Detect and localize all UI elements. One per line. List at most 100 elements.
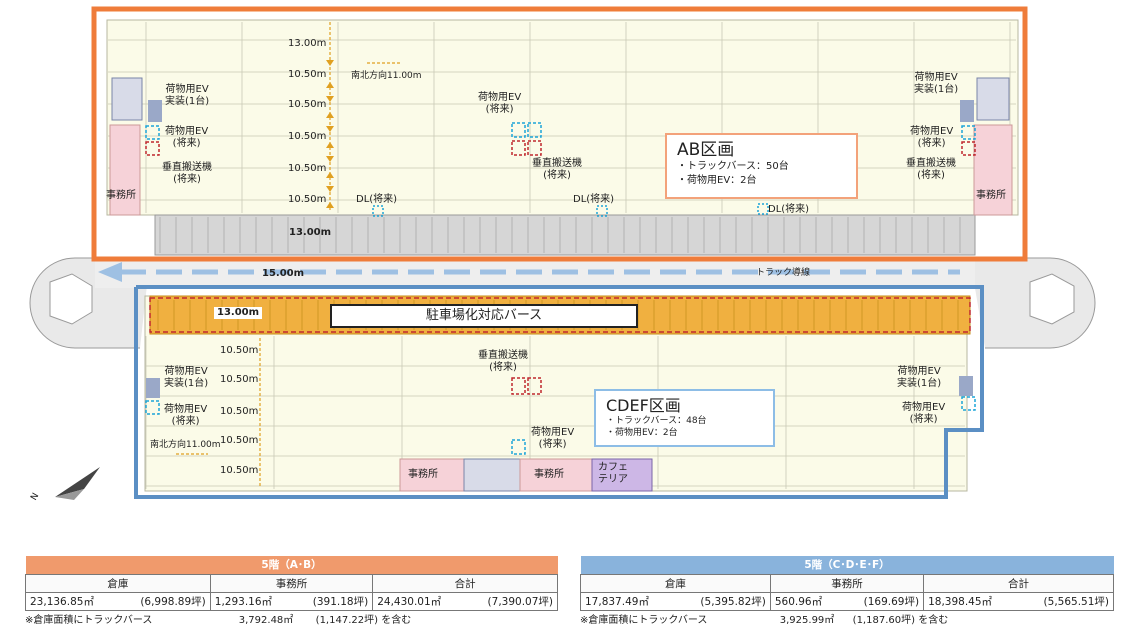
table-ab-total-cell: 24,430.01㎡(7,390.07坪)	[372, 591, 558, 611]
cdef-dim-1: 10.50m	[220, 345, 259, 356]
ab-south-north-value: 11.00m	[387, 71, 422, 81]
table-ab-note-prefix: ※倉庫面積にトラックバース	[25, 615, 153, 626]
ab-ev-future-center-l1: 荷物用EV	[478, 92, 522, 103]
ab-ev-installed-left-l1: 荷物用EV	[165, 84, 209, 95]
ab-dimension-ticks	[326, 60, 334, 208]
road-width-label: 15.00m	[262, 268, 305, 279]
truck-lane-label: トラック導線	[756, 268, 811, 278]
table-cdef-note-prefix: ※倉庫面積にトラックバース	[580, 615, 708, 626]
cdef-ev-future-left-mark	[145, 400, 160, 415]
dl-mark-2	[596, 205, 608, 217]
table-cdef-office-cell: 560.96㎡ (169.69坪)	[769, 591, 925, 611]
cdef-ev-future-center-l2: (将来)	[538, 439, 567, 450]
cafe-label: カフェ テリア	[598, 462, 628, 486]
table-ab-warehouse-tsubo: (6,998.89坪)	[140, 595, 206, 608]
table-cdef-office-m2: 560.96㎡	[774, 595, 823, 608]
cdef-ev-installed-right-l2: 実装(1台)	[897, 378, 942, 389]
ab-vert-right-label: 垂直搬送機 (将来)	[906, 158, 956, 182]
cdef-ev-future-left-label: 荷物用EV (将来)	[164, 404, 207, 428]
truck-lane-arrowhead	[98, 262, 122, 282]
ab-ev-future-center-l2: (将来)	[485, 104, 514, 115]
ab-floor	[106, 19, 1019, 216]
ab-ev-installed-left-l2: 実装(1台)	[165, 96, 210, 107]
table-ab-note-suffix: を含む	[381, 615, 412, 626]
cdef-ev-installed-right-l1: 荷物用EV	[897, 366, 941, 377]
ab-ev-installed-right-l2: 実装(1台)	[914, 84, 959, 95]
ab-zone-border	[91, 6, 1028, 262]
cdef-vert-mark-1	[511, 377, 526, 395]
cdef-office-1-label: 事務所	[408, 469, 438, 480]
ab-vert-left-l1: 垂直搬送機	[162, 162, 212, 173]
ab-center-markers	[511, 122, 542, 156]
ab-office-left-area	[109, 124, 141, 216]
ab-dim-2: 10.50m	[288, 69, 327, 80]
cdef-ev-future-right-l2: (将来)	[909, 414, 938, 425]
ab-column-grid	[108, 22, 1016, 213]
table-ab-header-warehouse: 倉庫	[25, 573, 211, 593]
ab-dim-4: 10.50m	[288, 131, 327, 142]
parking-berth-label: 駐車場化対応バース	[330, 304, 638, 328]
ab-vert-center-l1: 垂直搬送機	[532, 158, 582, 169]
parking-berth-outline	[149, 297, 971, 333]
table-ab-note-m2: 3,792.48㎡	[238, 615, 294, 626]
ab-ev-installed-right-l1: 荷物用EV	[914, 72, 958, 83]
table-cdef-header-warehouse: 倉庫	[580, 573, 771, 593]
ab-vert-right-l2: (将来)	[917, 170, 945, 181]
dl-mark-3	[757, 203, 769, 215]
ab-vert-right-l1: 垂直搬送機	[906, 158, 956, 169]
table-ab-office-tsubo: (391.18坪)	[312, 595, 369, 608]
cdef-vert-l2: (将来)	[489, 362, 517, 373]
table-cdef-warehouse-tsubo: (5,395.82坪)	[700, 595, 766, 608]
table-cdef-total-cell: 18,398.45㎡(5,565.51坪)	[923, 591, 1114, 611]
compass	[55, 467, 100, 500]
ab-vert-center-l2: (将来)	[543, 170, 571, 181]
table-ab-total-tsubo: (7,390.07坪)	[487, 595, 553, 608]
table-ab-office-cell: 1,293.16㎡(391.18坪)	[209, 591, 374, 611]
cdef-vert-l1: 垂直搬送機	[478, 350, 528, 361]
ab-dim-6: 10.50m	[288, 194, 327, 205]
ab-stair-left	[111, 77, 143, 121]
table-ab-note: ※倉庫面積にトラックバース 3,792.48㎡ (1,147.22坪) を含む	[25, 611, 411, 626]
table-cdef-title: 5階（C･D･E･F）	[580, 556, 1114, 574]
ab-office-right-label: 事務所	[976, 190, 1006, 201]
cdef-callout-title: CDEF区画	[606, 396, 681, 415]
ab-ev-future-left-l1: 荷物用EV	[165, 126, 209, 137]
cdef-dim-4: 10.50m	[220, 435, 259, 446]
table-ab-warehouse-cell: 23,136.85㎡(6,998.89坪)	[25, 591, 211, 611]
table-cdef-note-m2: 3,925.99㎡	[779, 615, 835, 626]
ab-callout-line2: ・荷物用EV：2台	[677, 175, 757, 186]
cdef-ev-installed-left-mark	[146, 378, 160, 398]
table-cdef-office-tsubo: (169.69坪)	[863, 595, 920, 608]
cafe-label-l2: テリア	[598, 474, 628, 485]
dl-mark-1	[372, 205, 384, 217]
ab-callout-line1: ・トラックバース：50台	[677, 161, 789, 172]
ab-ev-future-left-label: 荷物用EV (将来)	[165, 126, 208, 150]
cdef-dim-3: 10.50m	[220, 406, 259, 417]
dl-label-2: DL(将来)	[573, 194, 615, 205]
cdef-vert-label: 垂直搬送機 (将来)	[478, 350, 528, 374]
ab-callout: AB区画 ・トラックバース：50台 ・荷物用EV：2台	[665, 133, 858, 199]
ab-ev-installed-right-mark	[960, 100, 974, 122]
ab-ev-future-right-l2: (将来)	[917, 138, 946, 149]
table-cdef-note-suffix: を含む	[918, 615, 949, 626]
ab-callout-title: AB区画	[677, 140, 735, 160]
cafe-label-l1: カフェ	[598, 462, 628, 473]
cdef-ev-installed-right-label: 荷物用EV 実装(1台)	[897, 366, 941, 390]
cdef-south-north-prefix: 南北方向	[150, 440, 187, 450]
cdef-ev-future-center-mark	[511, 439, 526, 455]
cdef-office-2-label: 事務所	[534, 469, 564, 480]
area-table-cdef: 5階（C･D･E･F） 倉庫 事務所 合計 17,837.49㎡(5,395.8…	[580, 556, 1114, 611]
ab-office-left-label: 事務所	[106, 190, 136, 201]
table-ab-title: 5階（A･B）	[25, 556, 558, 574]
ab-ev-installed-left-label: 荷物用EV 実装(1台)	[165, 84, 209, 108]
ab-vert-center-label: 垂直搬送機 (将来)	[532, 158, 582, 182]
cdef-ev-future-right-label: 荷物用EV (将来)	[902, 402, 945, 426]
ab-berth-depth: 13.00m	[289, 227, 332, 238]
ab-vert-left-label: 垂直搬送機 (将来)	[162, 162, 212, 186]
ab-ev-future-right-l1: 荷物用EV	[910, 126, 954, 137]
parking-berth-depth: 13.00m	[214, 307, 263, 319]
cdef-office-2-area	[519, 458, 593, 492]
table-cdef-note-tsubo: (1,187.60坪)	[852, 615, 916, 626]
cdef-ev-future-right-mark	[961, 396, 976, 411]
